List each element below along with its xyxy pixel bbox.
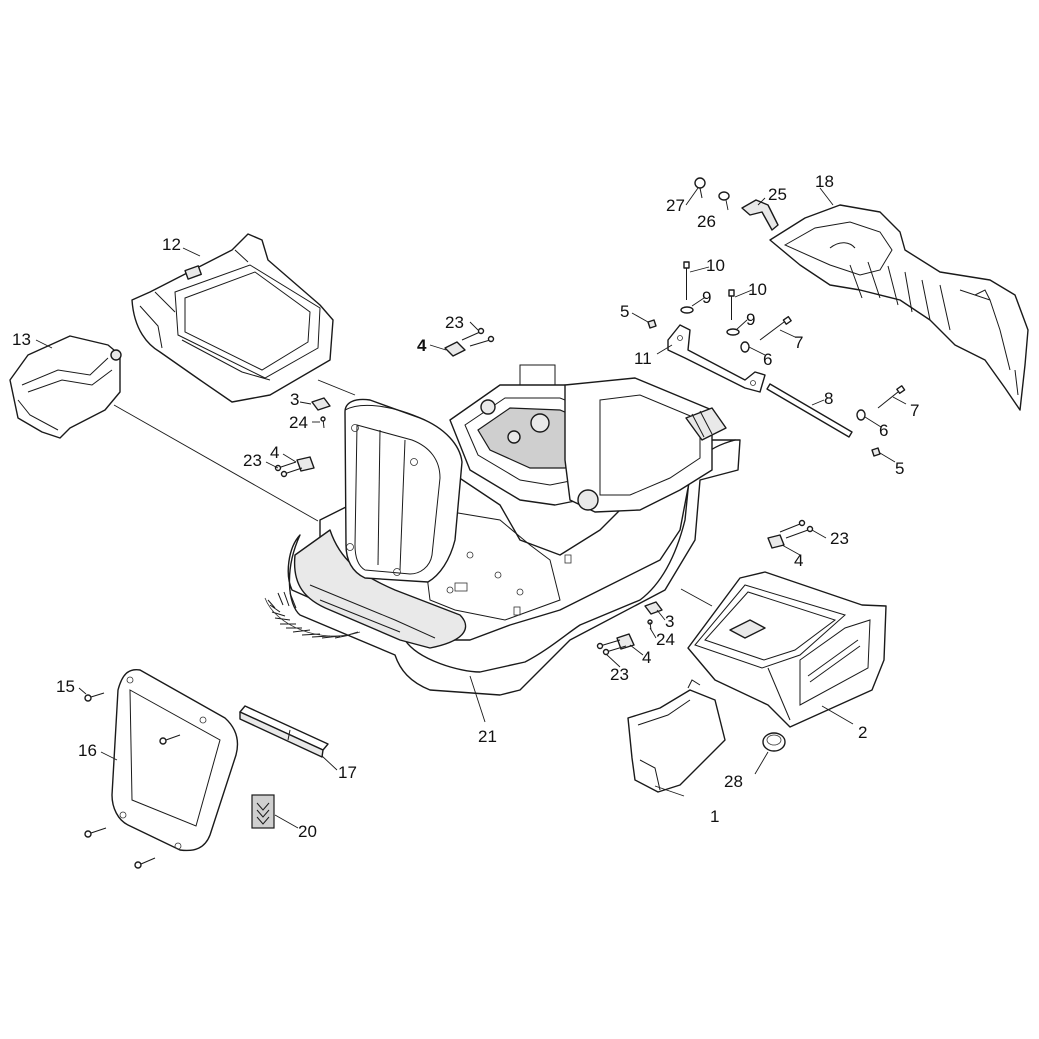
callout-13: 13 <box>12 330 31 349</box>
callout-24: 24 <box>656 630 675 649</box>
part-10-bolt-a <box>683 261 690 300</box>
callout-9: 9 <box>702 288 711 307</box>
part-27-screw <box>694 177 706 199</box>
callout-3: 3 <box>290 390 299 409</box>
part-9-washer-b <box>726 328 740 336</box>
part-4-clip-right-top <box>767 534 785 549</box>
callout-labels: 1 2 3 3 4 4 4 4 5 5 6 6 7 7 8 9 9 10 10 … <box>12 172 919 841</box>
assembly-lines <box>113 379 713 607</box>
callout-16: 16 <box>78 741 97 760</box>
part-4-clip-left <box>296 456 315 472</box>
callout-5: 5 <box>620 302 629 321</box>
part-11-bracket <box>667 324 766 393</box>
callout-25: 25 <box>768 185 787 204</box>
part-15-screw-a <box>84 692 105 702</box>
callout-2: 2 <box>858 723 867 742</box>
part-6-washer-a <box>740 341 750 353</box>
part-23-screws-right <box>779 519 814 539</box>
callout-9: 9 <box>746 310 755 329</box>
callout-15: 15 <box>56 677 75 696</box>
callout-18: 18 <box>815 172 834 191</box>
callout-4: 4 <box>417 336 427 355</box>
callout-7: 7 <box>794 333 803 352</box>
callout-28: 28 <box>724 772 743 791</box>
callout-10: 10 <box>748 280 767 299</box>
callout-7: 7 <box>910 401 919 420</box>
part-7-bolt-a <box>759 315 792 341</box>
part-9-washer-a <box>680 306 694 314</box>
callout-5: 5 <box>895 459 904 478</box>
callout-23: 23 <box>243 451 262 470</box>
part-10-bolt-b <box>728 289 735 320</box>
callout-23: 23 <box>610 665 629 684</box>
part-15-screw-c <box>84 827 107 838</box>
sweeping-brush <box>264 591 361 639</box>
part-3-clip-left <box>311 397 331 411</box>
part-1-side-panel <box>627 679 726 793</box>
part-17-strip <box>239 705 329 758</box>
callout-10: 10 <box>706 256 725 275</box>
callout-21: 21 <box>478 727 497 746</box>
callout-6: 6 <box>763 350 772 369</box>
part-23-screws-bottom <box>596 639 627 656</box>
callout-26: 26 <box>697 212 716 231</box>
leader-lines <box>35 187 907 829</box>
part-23-screws-top <box>461 327 495 347</box>
part-24-pin-left <box>320 416 326 429</box>
callout-8: 8 <box>824 389 833 408</box>
callout-23: 23 <box>830 529 849 548</box>
part-6-washer-b <box>856 409 866 421</box>
callout-27: 27 <box>666 196 685 215</box>
part-26-washer <box>718 191 730 201</box>
callout-17: 17 <box>338 763 357 782</box>
part-2-hopper <box>687 571 887 728</box>
callout-6: 6 <box>879 421 888 440</box>
callout-24: 24 <box>289 413 308 432</box>
part-4-clip-right-bottom <box>616 633 635 650</box>
callout-11: 11 <box>634 349 652 368</box>
part-12-tray <box>131 233 334 403</box>
callout-20: 20 <box>298 822 317 841</box>
part-7-bolt-b <box>877 385 906 409</box>
part-23-screws-left <box>274 461 303 478</box>
callout-4: 4 <box>270 443 279 462</box>
part-15-screw-b <box>159 734 181 745</box>
part-25-bracket <box>741 199 779 231</box>
callout-23: 23 <box>445 313 464 332</box>
part-13-left-cover <box>9 335 122 439</box>
part-21-chassis <box>264 364 741 696</box>
part-18-rear-bumper <box>769 204 1029 411</box>
callout-4: 4 <box>794 551 803 570</box>
part-20-decal <box>251 794 275 829</box>
part-8-rod <box>766 383 853 438</box>
part-4-clip-top <box>444 341 466 357</box>
part-5-nut-a <box>647 319 657 329</box>
part-15-screw-d <box>134 857 156 869</box>
part-28-cap <box>762 732 786 752</box>
callout-12: 12 <box>162 235 181 254</box>
part-3-clip-right <box>644 601 663 615</box>
callout-3: 3 <box>665 612 674 631</box>
callout-4: 4 <box>642 648 651 667</box>
part-5-nut-b <box>871 447 881 457</box>
callout-1: 1 <box>710 807 719 826</box>
part-16-front-cover <box>111 668 239 852</box>
